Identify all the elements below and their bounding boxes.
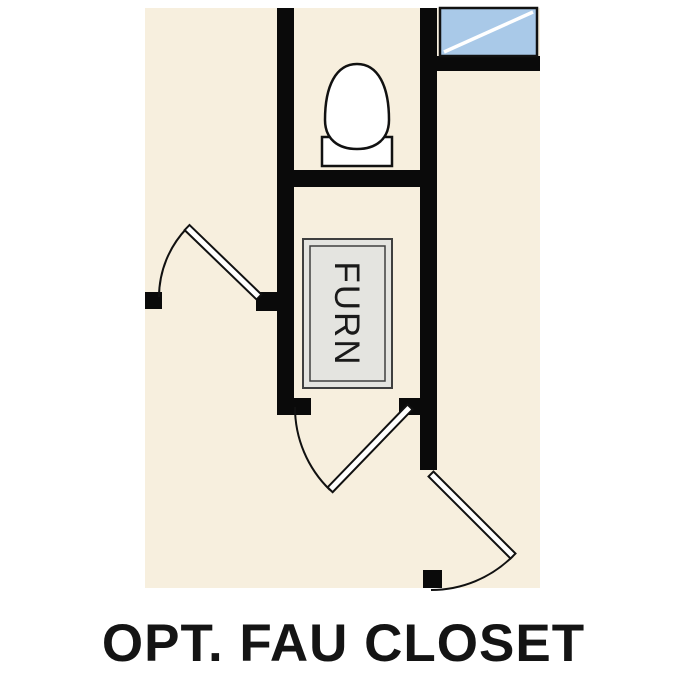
door-left-leaf [183,223,263,301]
toilet-bowl [323,62,391,151]
door-furnace-leaf [326,403,414,494]
furnace-outer-outline [302,238,393,389]
door-left [158,223,263,301]
furnace-box: FURN [302,238,393,389]
door-furnace-swing-arc [293,406,331,491]
door-furnace-closet [293,403,414,494]
wall-furn-bottom-left-stub [277,398,311,415]
toilet-fixture [320,62,394,168]
floorplan-canvas: FURN [145,6,540,591]
wall-left-door-outer-jamb [145,292,162,309]
walls [145,8,540,588]
wall-left-door-hinge-jamb [256,292,277,311]
wall-left-vertical [277,8,294,415]
furnace-inner-outline [309,245,386,382]
wall-top-right-horizontal [437,56,540,71]
wall-below-toilet [277,170,437,187]
door-bottom-right [427,470,517,591]
caption: OPT. FAU CLOSET [101,614,586,673]
shower-pan [438,6,539,58]
shower-diagonal-line [443,10,534,54]
wall-right-vertical [420,8,437,470]
door-left-swing-arc [158,227,188,298]
furnace-label: FURN [327,261,366,366]
door-bottom-right-leaf [427,470,517,560]
wall-right-door-bottom-jamb [423,570,442,588]
door-bottom-right-swing-arc [430,555,514,591]
